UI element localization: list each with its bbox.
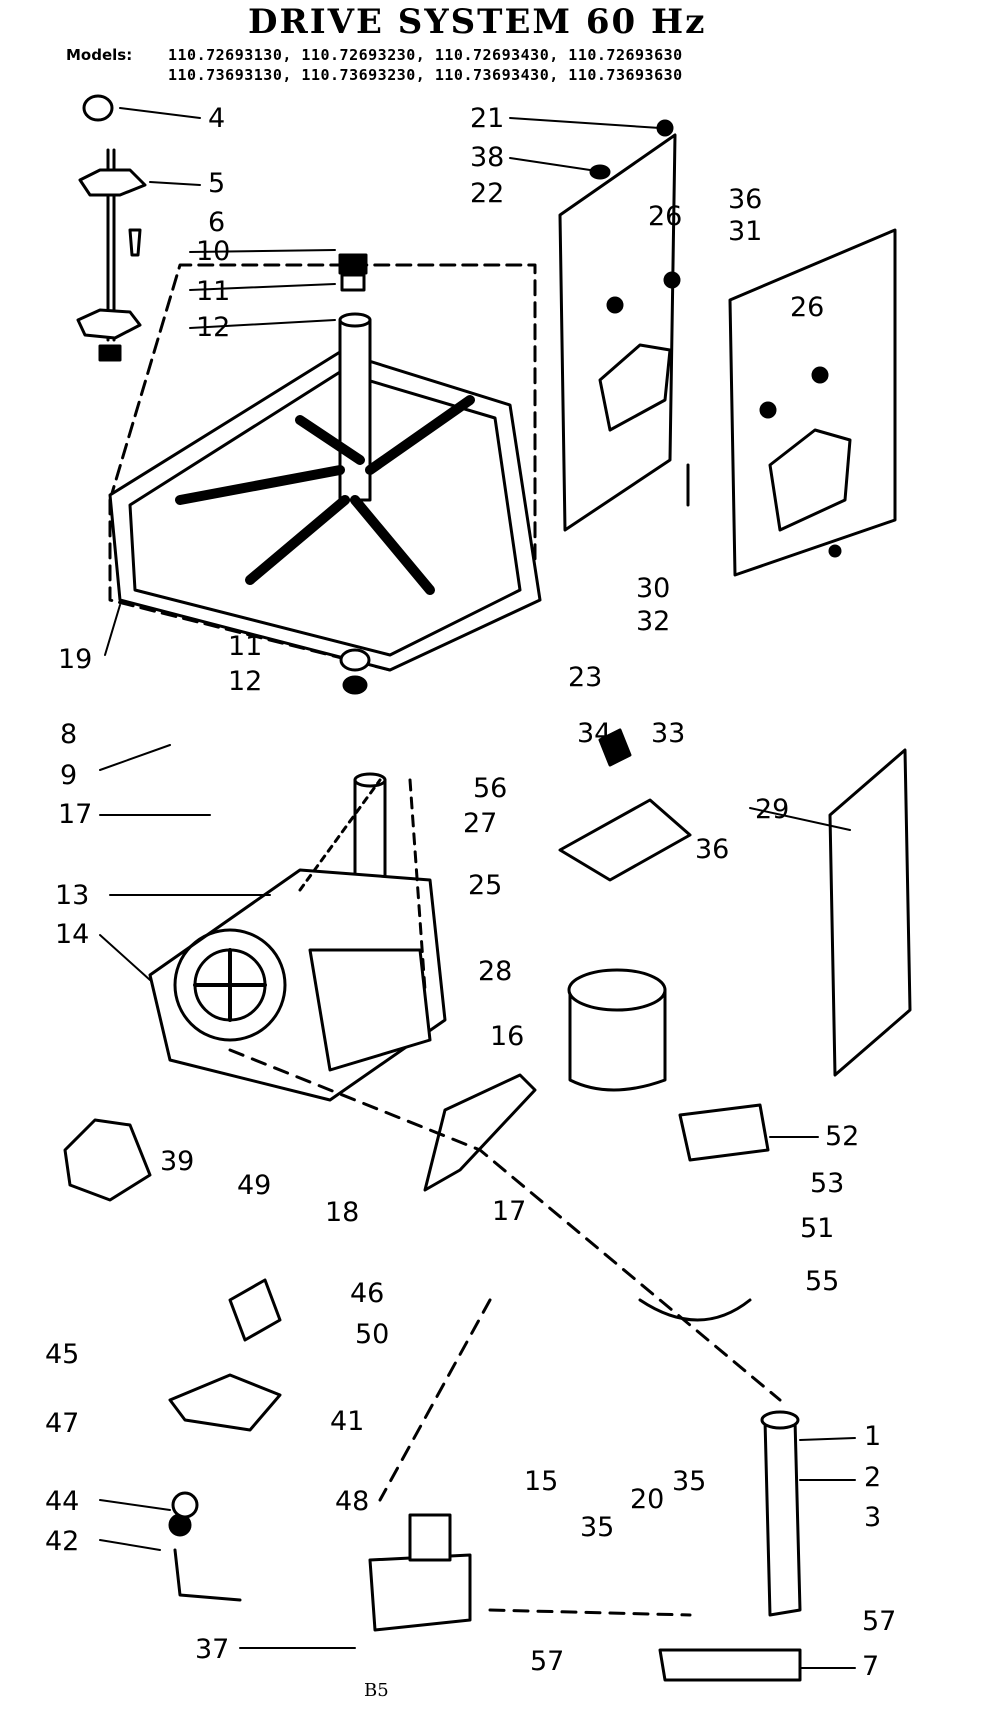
callout-19: 19	[58, 644, 92, 675]
callout-32: 32	[636, 606, 670, 637]
callout-31: 31	[728, 216, 762, 247]
callout-49: 49	[237, 1170, 271, 1201]
callout-57-a: 57	[862, 1606, 896, 1637]
callout-30: 30	[636, 573, 670, 604]
callout-27: 27	[463, 808, 497, 839]
part-cover-panel	[828, 748, 912, 1077]
callout-33: 33	[651, 718, 685, 749]
callout-17: 17	[58, 799, 92, 830]
part-motor	[558, 728, 692, 1092]
callout-35-b: 35	[580, 1512, 614, 1543]
callout-8: 8	[60, 719, 77, 750]
models-list-line-2: 110.73693130, 110.73693230, 110.73693430…	[168, 66, 683, 84]
callout-34: 34	[577, 718, 611, 749]
callout-28: 28	[478, 956, 512, 987]
callout-26-b: 26	[790, 292, 824, 323]
callout-36-b: 36	[695, 834, 729, 865]
callout-26-a: 26	[648, 201, 682, 232]
models-label: Models:	[66, 46, 133, 64]
callout-39: 39	[160, 1146, 194, 1177]
callout-53: 53	[810, 1168, 844, 1199]
callout-1: 1	[864, 1421, 881, 1452]
callout-17-b: 17	[492, 1196, 526, 1227]
callout-38: 38	[470, 142, 504, 173]
callout-51: 51	[800, 1213, 834, 1244]
leader-arrows	[99, 107, 856, 1669]
callout-23: 23	[568, 662, 602, 693]
part-lower-assembly	[63, 1048, 802, 1682]
callout-55: 55	[805, 1266, 839, 1297]
part-base-housing	[108, 253, 542, 695]
callout-15: 15	[524, 1466, 558, 1497]
callout-7: 7	[862, 1651, 879, 1682]
callout-12-b: 12	[228, 666, 262, 697]
page-number: B5	[364, 1680, 389, 1701]
callout-41: 41	[330, 1406, 364, 1437]
callout-16: 16	[490, 1021, 524, 1052]
part-transmission	[148, 772, 447, 1102]
callout-57-b: 57	[530, 1646, 564, 1677]
models-list-line-1: 110.72693130, 110.72693230, 110.72693430…	[168, 46, 683, 64]
callout-3: 3	[864, 1502, 881, 1533]
callout-56: 56	[473, 773, 507, 804]
callout-22: 22	[470, 178, 504, 209]
callout-11-b: 11	[228, 631, 262, 662]
part-bracket-assembly	[76, 94, 147, 362]
callout-45: 45	[45, 1339, 79, 1370]
callout-25: 25	[468, 870, 502, 901]
callout-18: 18	[325, 1197, 359, 1228]
callout-2: 2	[864, 1462, 881, 1493]
callout-35-a: 35	[672, 1466, 706, 1497]
callout-52: 52	[825, 1121, 859, 1152]
callout-50: 50	[355, 1319, 389, 1350]
callout-44: 44	[45, 1486, 79, 1517]
callout-5: 5	[208, 168, 225, 199]
callout-11: 11	[196, 276, 230, 307]
part-side-panels	[558, 119, 897, 577]
callout-14: 14	[55, 919, 89, 950]
callout-46: 46	[350, 1278, 384, 1309]
callout-9: 9	[60, 760, 77, 791]
diagram-title: DRIVE SYSTEM 60 Hz	[248, 2, 707, 42]
callout-37: 37	[195, 1634, 229, 1665]
callout-21: 21	[470, 103, 504, 134]
callout-47: 47	[45, 1408, 79, 1439]
callout-13: 13	[55, 880, 89, 911]
callout-20: 20	[630, 1484, 664, 1515]
callout-4: 4	[208, 103, 225, 134]
diagram-header: DRIVE SYSTEM 60 Hz Models: 110.72693130,…	[0, 0, 1000, 95]
callout-labels: 4 5 6 10 11 12 21 38 22 26 36 31 26 30 3…	[45, 103, 896, 1682]
callout-36-a: 36	[728, 184, 762, 215]
callout-48: 48	[335, 1486, 369, 1517]
callout-6: 6	[208, 207, 225, 238]
callout-42: 42	[45, 1526, 79, 1557]
